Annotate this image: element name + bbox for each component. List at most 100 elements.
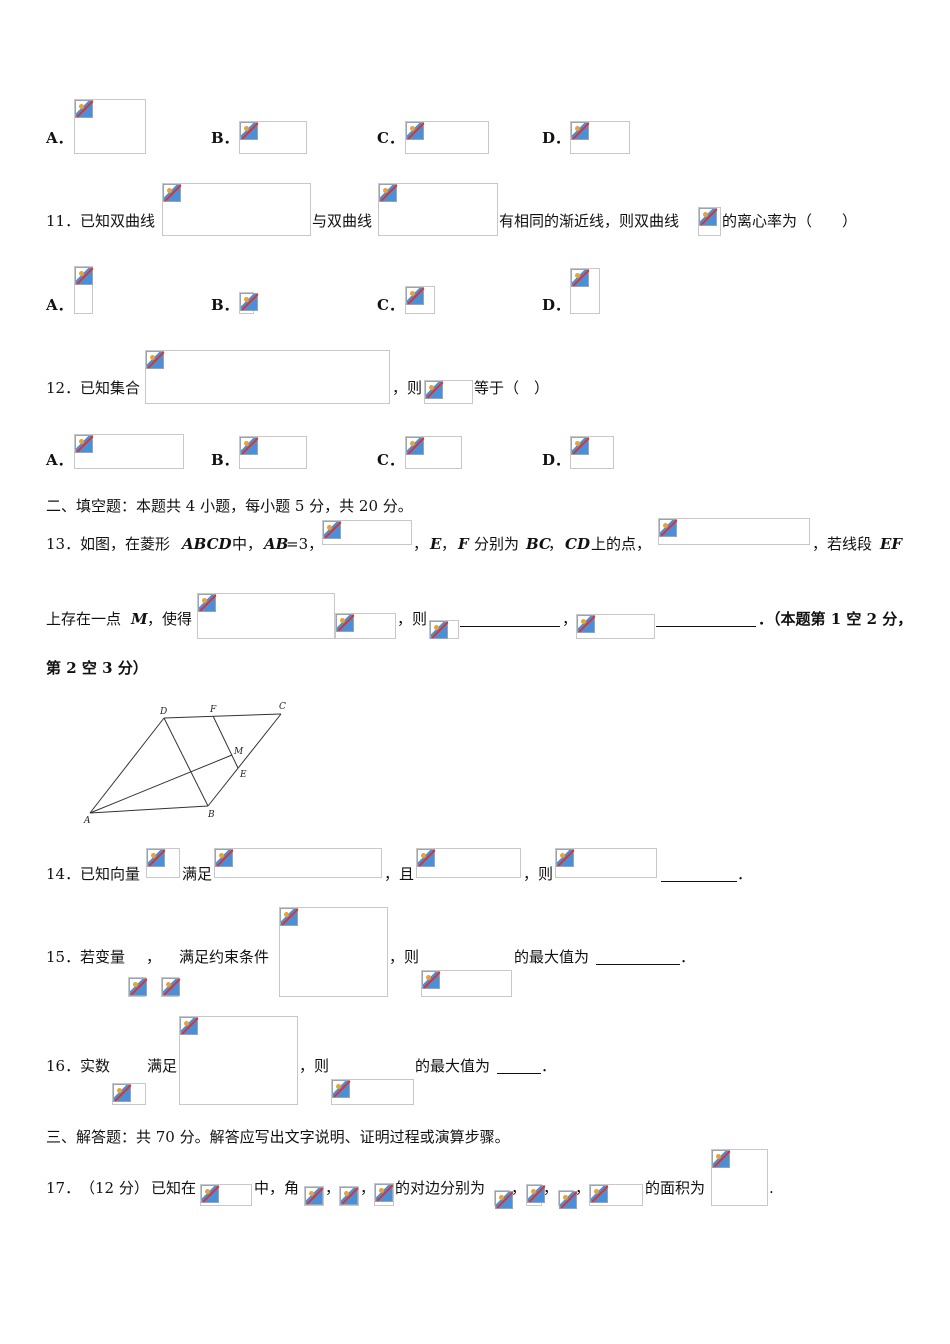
label-c: C xyxy=(279,702,286,712)
broken-image-icon xyxy=(129,978,147,996)
q15-number: 15． xyxy=(46,948,81,966)
broken-image-icon xyxy=(375,1184,393,1202)
q11-option-d-image xyxy=(570,268,600,314)
q13-text-1: 如图，在菱形 xyxy=(80,535,171,553)
q14-text-3: ，且 xyxy=(384,865,415,883)
broken-image-icon xyxy=(417,849,435,867)
q17-comma-4: ， xyxy=(543,1179,559,1197)
broken-image-icon xyxy=(495,1191,513,1209)
q15-var-y xyxy=(161,977,180,997)
broken-image-icon xyxy=(180,1017,198,1035)
q13-text-3: =3， xyxy=(286,535,324,553)
diagonal-bd xyxy=(163,717,209,807)
broken-image-icon xyxy=(559,1191,577,1209)
broken-image-icon xyxy=(336,614,354,632)
broken-image-icon xyxy=(571,437,589,455)
broken-image-icon xyxy=(712,1150,730,1168)
q10-option-d-label: D． xyxy=(542,129,571,147)
q13-line2-text-5: ．（本题第 1 空 2 分， xyxy=(758,610,913,628)
q13-formula-1 xyxy=(322,520,412,545)
q13-ab-label: AB xyxy=(264,535,289,553)
q17-text-4: 的面积为 xyxy=(645,1179,706,1197)
q15-text-3: 满足约束条件 xyxy=(179,948,270,966)
q17-angle-c xyxy=(374,1183,394,1206)
q13-text-2: 中， xyxy=(232,535,263,553)
q16-text-2: 满足 xyxy=(147,1057,178,1075)
q10-option-a-image xyxy=(74,99,146,154)
q11-option-b-image xyxy=(239,292,258,314)
broken-image-icon xyxy=(332,1080,350,1098)
q13-answer-blank-2[interactable] xyxy=(656,610,756,627)
q13-ef-label: EF xyxy=(880,535,903,553)
q12-option-c-label: C． xyxy=(377,451,404,469)
q13-answer-blank-1[interactable] xyxy=(460,610,560,627)
q10-option-b-image xyxy=(239,121,307,154)
broken-image-icon xyxy=(422,971,440,989)
q15-answer-blank[interactable] xyxy=(596,948,680,965)
q17-end: . xyxy=(769,1179,774,1197)
q14-formula-2 xyxy=(214,848,382,878)
broken-image-icon xyxy=(163,184,181,202)
q13-cd-label: CD xyxy=(565,535,590,553)
q15-end: ． xyxy=(680,948,696,966)
q15-objective xyxy=(421,970,512,997)
broken-image-icon xyxy=(577,615,595,633)
q13-text-5: ， xyxy=(441,535,457,553)
q12-option-b-image xyxy=(239,436,307,469)
q12-formula-1 xyxy=(145,350,390,404)
q15-var-x xyxy=(128,977,147,997)
q13-line3-text: 第 2 空 3 分） xyxy=(46,659,148,677)
q10-option-c-label: C． xyxy=(377,129,404,147)
q13-formula-6 xyxy=(576,614,655,639)
q17-angle-a xyxy=(304,1186,324,1206)
q17-side-c xyxy=(558,1190,577,1209)
broken-image-icon xyxy=(406,287,424,305)
q16-answer-blank[interactable] xyxy=(497,1057,541,1074)
q16-number: 16． xyxy=(46,1057,81,1075)
q11-formula-1 xyxy=(162,183,311,236)
q12-text-1: 已知集合 xyxy=(80,379,141,397)
q13-bc-label: BC xyxy=(526,535,551,553)
q13-line2-text-2: ，使得 xyxy=(147,610,193,628)
q14-formula-1 xyxy=(146,848,180,878)
q12-number: 12． xyxy=(46,379,81,397)
q10-option-d-image xyxy=(570,121,630,154)
q12-option-c-image xyxy=(405,436,462,469)
q16-text-4: 的最大值为 xyxy=(415,1057,491,1075)
broken-image-icon xyxy=(340,1187,358,1205)
q10-option-b-label: B． xyxy=(211,129,239,147)
q13-formula-2 xyxy=(658,518,810,545)
q13-e-label: E xyxy=(430,535,442,553)
q12-option-a-label: A． xyxy=(46,451,73,469)
q13-text-6: 分别为 xyxy=(474,535,520,553)
side-da xyxy=(89,717,165,814)
section-3-heading: 三、解答题：共 70 分。解答应写出文字说明、证明过程或演算步骤。 xyxy=(46,1128,510,1146)
q12-option-b-label: B． xyxy=(211,451,239,469)
section-2-heading: 二、填空题：本题共 4 小题，每小题 5 分，共 20 分。 xyxy=(46,497,413,515)
broken-image-icon xyxy=(75,267,93,285)
q14-text-1: 已知向量 xyxy=(80,865,141,883)
broken-image-icon xyxy=(75,100,93,118)
q13-rhombus-name: ABCD xyxy=(182,535,232,553)
broken-image-icon xyxy=(215,849,233,867)
q12-option-a-image xyxy=(74,434,184,469)
label-a: A xyxy=(83,816,91,826)
q11-option-c-label: C． xyxy=(377,296,404,314)
q17-text-2: 中，角 xyxy=(254,1179,300,1197)
broken-image-icon xyxy=(240,437,258,455)
q14-answer-blank[interactable] xyxy=(661,865,737,882)
q13-line2-text-3: ，则 xyxy=(397,610,428,628)
q17-text-3: 的对边分别为 xyxy=(395,1179,486,1197)
q16-text-3: ，则 xyxy=(299,1057,330,1075)
q13-text-4: ， xyxy=(413,535,429,553)
broken-image-icon xyxy=(571,269,589,287)
q14-text-2: 满足 xyxy=(182,865,213,883)
q16-end: ． xyxy=(541,1057,557,1075)
q11-formula-2 xyxy=(378,183,498,236)
q15-text-5: 的最大值为 xyxy=(514,948,590,966)
q13-line2-text-1: 上存在一点 xyxy=(46,610,122,628)
q17-area-formula xyxy=(711,1149,768,1206)
q17-comma-2: ， xyxy=(360,1179,376,1197)
label-b: B xyxy=(207,810,215,820)
